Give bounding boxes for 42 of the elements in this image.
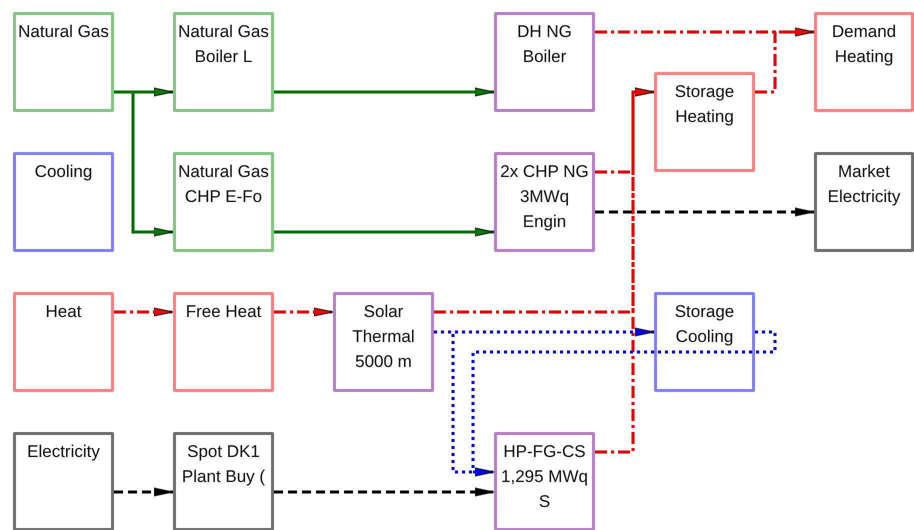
- node-label: Heat: [44, 301, 82, 323]
- arrow: [274, 308, 334, 316]
- arrow: [114, 308, 174, 316]
- process-box: [814, 152, 914, 252]
- process-box: [173, 432, 274, 530]
- process-box: [13, 152, 114, 252]
- process-box: [654, 72, 755, 172]
- arrow: [472, 330, 776, 476]
- arrow: [595, 208, 814, 216]
- process-box: [173, 12, 274, 112]
- process-box: [494, 432, 595, 530]
- arrow: [114, 90, 174, 236]
- process-box: [173, 152, 274, 252]
- process-box: [13, 12, 114, 112]
- node-label: Market Electricity: [826, 161, 902, 208]
- process-box: [13, 292, 114, 392]
- process-box: [654, 292, 755, 392]
- node-label: Natural Gas: [17, 21, 110, 43]
- node-label: Demand Heating: [830, 21, 898, 68]
- process-box: [494, 12, 595, 112]
- node-label: Electricity: [26, 441, 101, 463]
- node-label: Storage Cooling: [674, 301, 736, 348]
- node-label: Natural Gas Boiler L: [177, 21, 270, 68]
- process-box: [173, 292, 274, 392]
- process-box: [494, 152, 595, 252]
- arrow: [274, 228, 494, 236]
- node-label: Cooling: [34, 161, 94, 183]
- node-label: Storage Heating: [674, 81, 736, 128]
- process-box: [814, 12, 914, 112]
- process-box: [333, 292, 434, 392]
- node-label: Spot DK1 Plant Buy (: [180, 441, 266, 488]
- process-box: [13, 432, 114, 530]
- node-label: Natural Gas CHP E-Fo: [177, 161, 270, 208]
- arrow: [114, 488, 174, 496]
- arrow: [274, 488, 494, 496]
- arrow: [434, 330, 494, 476]
- node-label: Free Heat: [184, 301, 262, 323]
- node-label: DH NG Boiler: [516, 21, 573, 68]
- node-label: 2x CHP NG 3MWq Engin: [499, 161, 590, 233]
- arrow: [274, 88, 494, 96]
- node-label: HP-FG-CS 1,295 MWq S: [500, 441, 589, 513]
- node-label: Solar Thermal 5000 m: [351, 301, 416, 373]
